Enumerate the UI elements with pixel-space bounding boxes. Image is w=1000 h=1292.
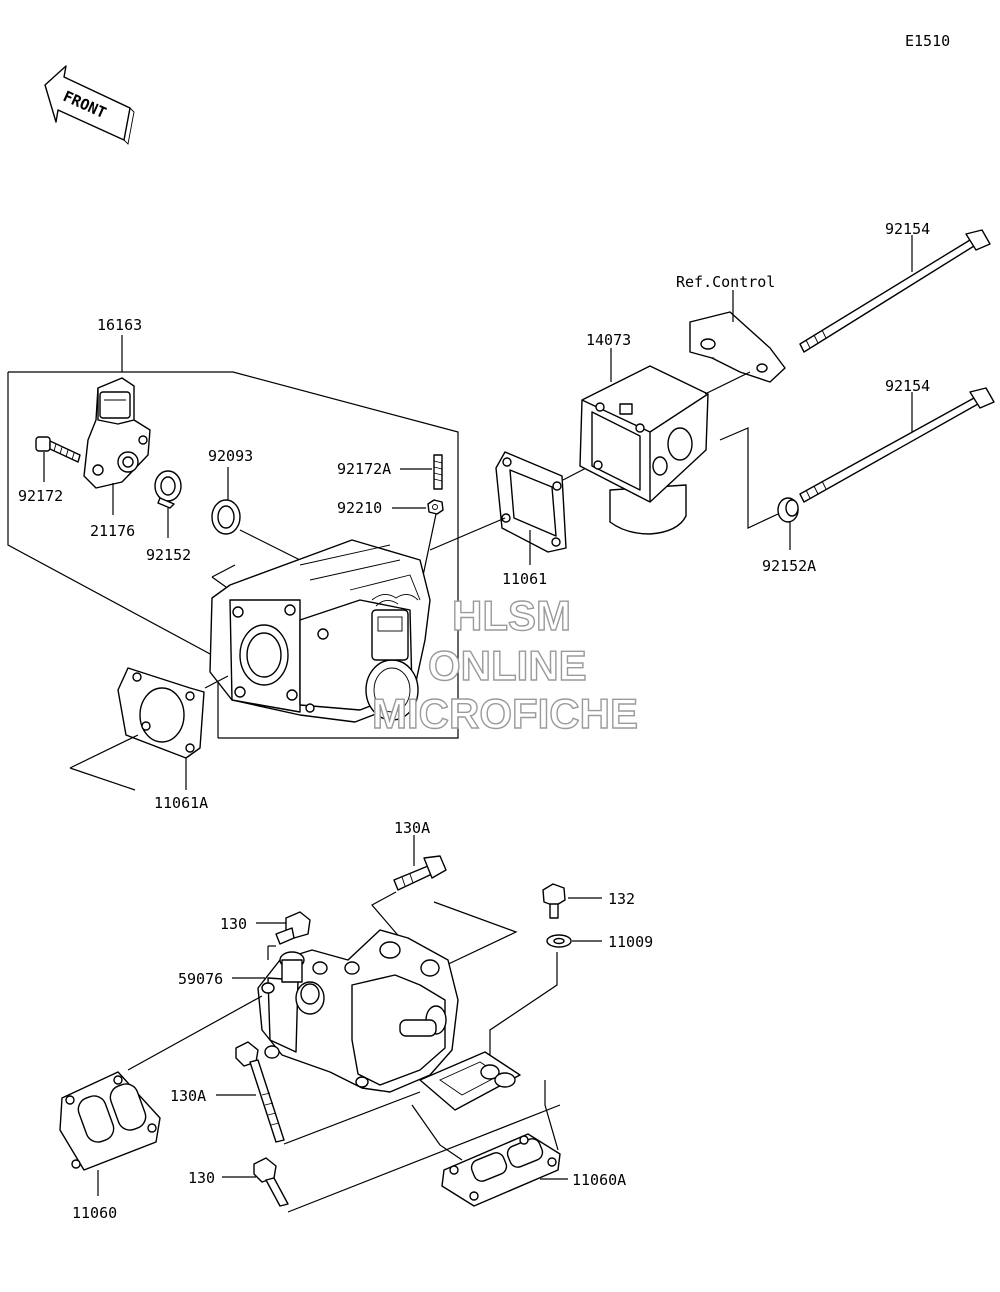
washer-11009 [546,934,572,948]
bolt-130A-left [235,1041,285,1143]
throttle-sensor-21176 [83,377,151,489]
label-132: 132 [608,890,635,908]
clip-92152 [154,470,182,509]
diagram-code: E1510 [905,32,950,50]
ref-control-label: Ref.Control [676,273,775,291]
nut-92210 [427,499,444,515]
bolt-130-top [275,911,311,945]
housing-59076 [257,929,521,1111]
label-11060A: 11060A [572,1171,626,1189]
label-130A-top: 130A [394,819,430,837]
bolt-130-bottom [253,1157,289,1207]
label-92152A: 92152A [762,557,816,575]
watermark-line2: ONLINE [428,642,587,689]
bolt-92154-top [799,229,991,353]
stud-92172A [433,454,443,490]
label-92210: 92210 [337,499,382,517]
gasket-11060A [441,1133,561,1207]
label-11009: 11009 [608,933,653,951]
label-11061: 11061 [502,570,547,588]
watermark-line3: MICROFICHE [372,690,638,737]
label-92154-mid: 92154 [885,377,930,395]
label-92172A: 92172A [337,460,391,478]
grommet-92152A [777,497,799,523]
label-11061A: 11061A [154,794,208,812]
label-92152: 92152 [146,546,191,564]
gasket-11061 [495,451,567,553]
label-130-bottom: 130 [188,1169,215,1187]
label-11060: 11060 [72,1204,117,1222]
bolt-92154-mid [799,387,995,503]
label-130-top: 130 [220,915,247,933]
gasket-11061A [117,667,205,759]
front-arrow-icon: FRONT [44,65,135,145]
label-92154-top: 92154 [885,220,930,238]
label-59076: 59076 [178,970,223,988]
watermark-line1: HLSM [452,592,571,639]
bolt-132 [542,883,566,919]
label-130A-left: 130A [170,1087,206,1105]
throttle-body-16163 [209,539,431,723]
label-16163: 16163 [97,316,142,334]
duct-14073 [579,365,709,535]
label-14073: 14073 [586,331,631,349]
watermark: HLSM ONLINE MICROFICHE [371,591,638,737]
gasket-11060 [59,1071,161,1171]
label-92093: 92093 [208,447,253,465]
ref-control-bracket [689,311,786,383]
label-92172: 92172 [18,487,63,505]
label-21176: 21176 [90,522,135,540]
bolt-130A-top [393,855,447,891]
o-ring-92093 [211,499,241,535]
screw-92172 [35,436,81,463]
